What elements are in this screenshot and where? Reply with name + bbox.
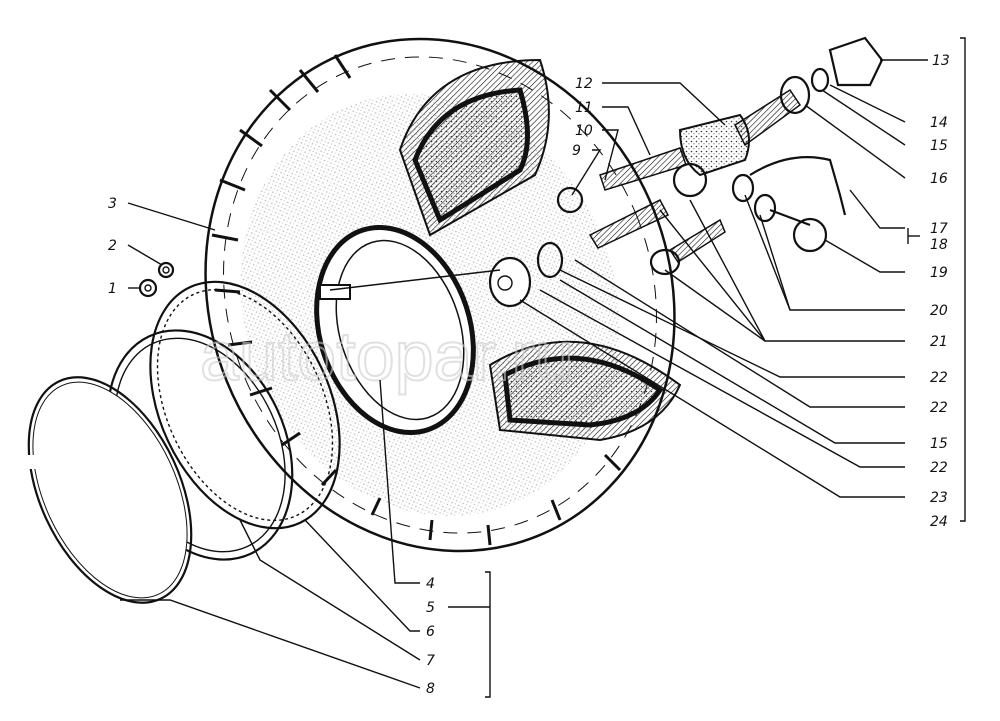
label-part-14: 14 xyxy=(930,115,948,131)
label-part-13: 13 xyxy=(932,53,950,69)
label-part-11: 11 xyxy=(575,100,593,116)
label-part-18: 18 xyxy=(930,237,948,253)
watermark: autotopar.ru xyxy=(200,317,574,395)
label-part-5: 5 xyxy=(426,600,435,616)
label-part-12: 12 xyxy=(575,76,593,92)
label-part-6: 6 xyxy=(426,624,435,640)
label-part-23: 23 xyxy=(930,490,948,506)
label-part-16: 16 xyxy=(930,171,948,187)
label-part-22: 22 xyxy=(930,370,948,386)
label-part-17: 17 xyxy=(930,221,948,237)
label-part-4: 4 xyxy=(426,576,435,592)
label-part-7: 7 xyxy=(426,653,435,669)
leader-lines xyxy=(120,37,966,698)
label-part-3: 3 xyxy=(108,196,117,212)
label-part-10: 10 xyxy=(575,123,593,139)
label-part-19: 19 xyxy=(930,265,948,281)
label-part-8: 8 xyxy=(426,681,435,697)
label-part-1: 1 xyxy=(108,281,117,297)
label-part-9: 9 xyxy=(572,143,581,159)
part-labels: 3 2 1 12 11 10 9 13 14 15 16 17 18 19 20… xyxy=(108,53,950,697)
label-part-20: 20 xyxy=(930,303,948,319)
label-part-21: 21 xyxy=(930,334,948,350)
valve-assembly xyxy=(329,36,884,308)
label-part-15: 15 xyxy=(930,436,948,452)
nut-and-washer xyxy=(138,261,175,298)
label-part-24: 24 xyxy=(930,514,948,530)
label-part-22: 22 xyxy=(930,460,948,476)
rim-rings xyxy=(24,280,341,604)
label-part-15: 15 xyxy=(930,138,948,154)
label-part-22: 22 xyxy=(930,400,948,416)
label-part-2: 2 xyxy=(108,238,117,254)
